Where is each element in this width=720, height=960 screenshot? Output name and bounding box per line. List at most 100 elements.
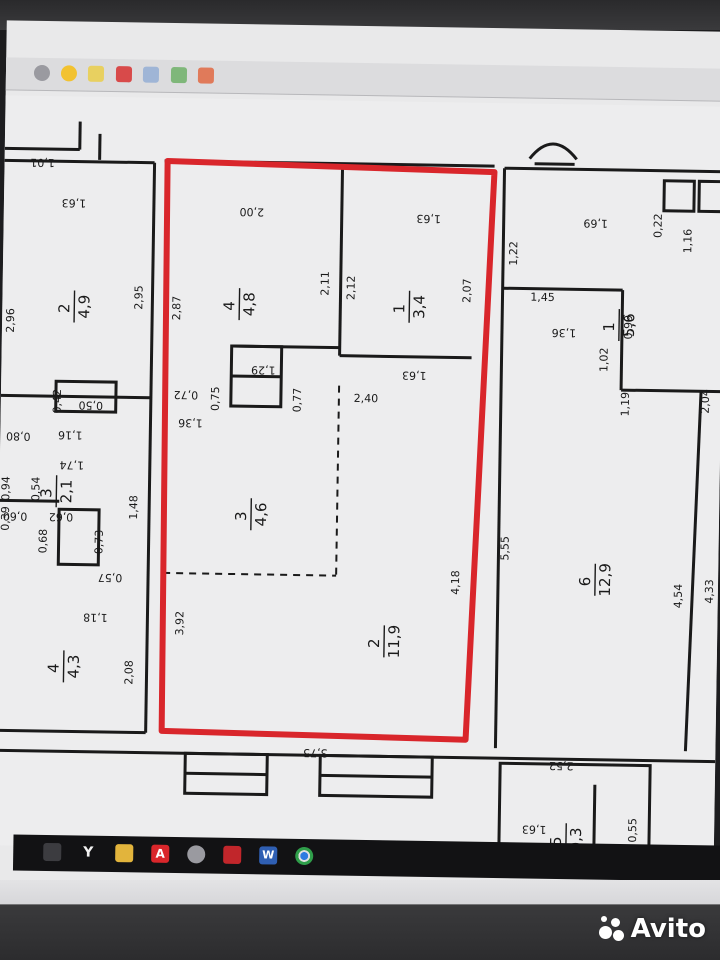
word-letter: W bbox=[262, 848, 275, 862]
dimension-label: 0,80 bbox=[6, 429, 31, 442]
dimension-label: 3,75 bbox=[303, 746, 328, 759]
dimension-label: 1,69 bbox=[583, 216, 608, 229]
dimension-label: 0,54 bbox=[29, 477, 42, 502]
dimension-label: 1,01 bbox=[30, 156, 55, 169]
dimension-label: 2,04 bbox=[699, 389, 712, 414]
dimension-label: 0,39 bbox=[0, 506, 12, 531]
room-area: 4,8 bbox=[240, 292, 258, 316]
dimension-label: 1,48 bbox=[127, 495, 140, 520]
acrobat-icon[interactable]: A bbox=[151, 844, 170, 863]
dimension-label: 1,16 bbox=[58, 428, 83, 441]
room-area: 5,6 bbox=[620, 313, 638, 337]
dashed-zone bbox=[163, 385, 341, 577]
fraction-bar bbox=[594, 563, 597, 596]
dimension-label: 0,73 bbox=[92, 530, 105, 555]
dimension-label: 1,36 bbox=[552, 326, 577, 339]
dimension-label: 1,63 bbox=[522, 823, 547, 836]
dimension-label: 4,33 bbox=[703, 579, 716, 604]
chrome-icon[interactable] bbox=[295, 846, 314, 866]
dimension-label: 4,54 bbox=[672, 584, 685, 609]
dimension-label: 2,95 bbox=[132, 285, 145, 310]
fraction-bar bbox=[55, 475, 58, 508]
fraction-bar bbox=[62, 650, 65, 683]
dimension-label: 0,60 bbox=[3, 509, 28, 522]
room-number: 1 bbox=[390, 304, 408, 314]
fraction-bar bbox=[383, 625, 386, 658]
fraction-bar bbox=[238, 288, 241, 321]
word-icon[interactable]: W bbox=[259, 846, 278, 865]
room-area: 4,3 bbox=[64, 654, 82, 678]
dimension-label: 0,50 bbox=[78, 399, 103, 412]
room-number: 2 bbox=[365, 638, 383, 648]
dimension-label: 1,74 bbox=[59, 458, 84, 471]
room-number: 3 bbox=[232, 511, 250, 521]
dimension-label: 1,18 bbox=[83, 611, 108, 624]
dimension-label: 2,00 bbox=[239, 205, 264, 218]
room-number: 4 bbox=[45, 663, 63, 673]
yandex-letter: Y bbox=[83, 844, 94, 861]
dimension-label: 2,40 bbox=[354, 392, 379, 405]
dimension-label: 0,22 bbox=[651, 213, 664, 238]
dimension-label: 2,08 bbox=[122, 660, 135, 685]
dimension-label: 1,63 bbox=[62, 196, 87, 209]
dimension-label: 1,36 bbox=[178, 416, 203, 429]
dimension-label: 0,94 bbox=[0, 476, 13, 501]
walls bbox=[0, 121, 720, 858]
dimension-label: 1,63 bbox=[416, 212, 441, 225]
dimension-label: 1,63 bbox=[402, 369, 427, 382]
acrobat-letter: A bbox=[155, 846, 165, 861]
yandex-browser-icon[interactable]: Y bbox=[79, 843, 97, 861]
room-area: 12,9 bbox=[596, 563, 615, 597]
settings-gear-icon[interactable] bbox=[187, 845, 206, 864]
fraction-bar bbox=[250, 498, 253, 531]
room-number: 2 bbox=[55, 303, 73, 313]
room-number: 5 bbox=[547, 836, 565, 846]
dimension-label: 0,42 bbox=[51, 389, 64, 414]
calculator-icon[interactable] bbox=[43, 842, 62, 862]
room-area: 11,9 bbox=[385, 625, 404, 659]
dimension-label: 2,11 bbox=[319, 271, 332, 296]
fraction-bar bbox=[618, 309, 621, 342]
dimension-label: 2,12 bbox=[344, 275, 357, 300]
dimension-label: 1,16 bbox=[681, 229, 694, 254]
pdf-icon[interactable] bbox=[223, 845, 242, 865]
room-number: 1 bbox=[600, 322, 618, 332]
dimension-label: 0,99 bbox=[622, 315, 635, 340]
dimension-label: 0,77 bbox=[291, 388, 304, 413]
dimension-label: 1,29 bbox=[251, 363, 276, 376]
room-area: 3,4 bbox=[410, 295, 428, 319]
dimension-label: 2,96 bbox=[4, 308, 17, 333]
monitor-stand bbox=[0, 880, 720, 960]
dimension-label: 0,55 bbox=[626, 818, 639, 843]
dimension-label: 1,45 bbox=[530, 291, 555, 304]
dimension-label: 0,75 bbox=[209, 386, 222, 411]
highlighted-area-outline bbox=[158, 157, 498, 743]
file-explorer-icon[interactable] bbox=[115, 844, 134, 863]
dimension-label: 0,72 bbox=[174, 388, 199, 401]
fraction-bar bbox=[73, 290, 76, 323]
dimension-label: 5,55 bbox=[498, 536, 511, 561]
room-number: 4 bbox=[220, 301, 238, 311]
dimension-label: 0,68 bbox=[36, 529, 49, 554]
dimension-label: 2,52 bbox=[549, 759, 574, 772]
room-area: 4,9 bbox=[75, 295, 93, 319]
dimension-label: 3,92 bbox=[173, 611, 186, 636]
dimension-label: 2,07 bbox=[460, 278, 473, 303]
dimension-label: 2,87 bbox=[170, 296, 183, 321]
room-area: 2,1 bbox=[57, 479, 75, 503]
room-area: 4,6 bbox=[252, 502, 270, 526]
avito-watermark-text: Avito bbox=[630, 914, 706, 944]
dimension-label: 0,62 bbox=[49, 510, 74, 523]
room-number: 6 bbox=[576, 577, 594, 587]
dimension-label: 1,22 bbox=[507, 241, 520, 266]
dimension-label: 4,18 bbox=[449, 570, 462, 595]
